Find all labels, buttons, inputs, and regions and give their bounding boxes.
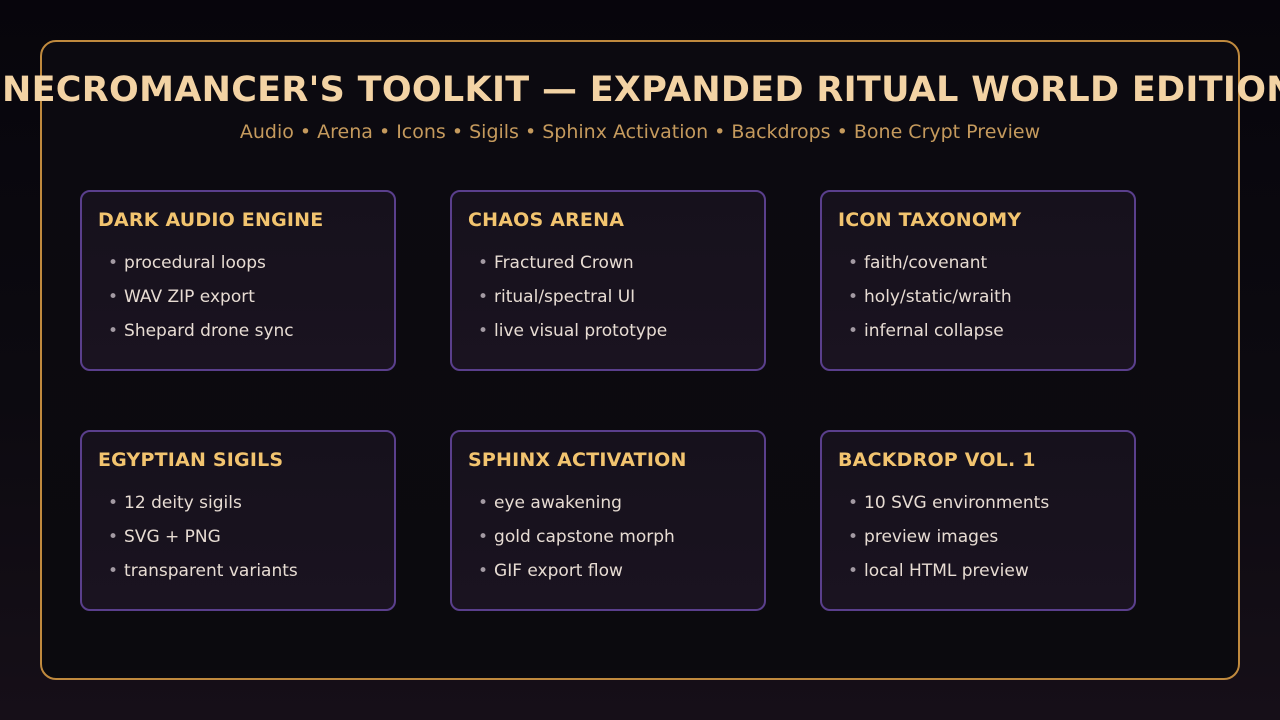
bullet-icon: • bbox=[108, 493, 119, 513]
list-item-label: preview images bbox=[864, 527, 999, 547]
list-item: •Shepard drone sync bbox=[108, 320, 294, 354]
card-icon-taxonomy: ICON TAXONOMY •faith/covenant •holy/stat… bbox=[820, 190, 1136, 371]
card-item-list: •procedural loops •WAV ZIP export •Shepa… bbox=[108, 252, 294, 354]
list-item-label: GIF export flow bbox=[494, 561, 623, 581]
list-item-label: procedural loops bbox=[124, 253, 266, 273]
bullet-icon: • bbox=[108, 527, 119, 547]
bullet-icon: • bbox=[848, 493, 859, 513]
card-sphinx-activation: SPHINX ACTIVATION •eye awakening •gold c… bbox=[450, 430, 766, 611]
list-item-label: Fractured Crown bbox=[494, 253, 634, 273]
bullet-icon: • bbox=[108, 561, 119, 581]
card-item-list: •eye awakening •gold capstone morph •GIF… bbox=[478, 492, 675, 594]
list-item-label: live visual prototype bbox=[494, 321, 668, 341]
list-item: •faith/covenant bbox=[848, 252, 1012, 286]
bullet-icon: • bbox=[478, 527, 489, 547]
list-item: •infernal collapse bbox=[848, 320, 1012, 354]
card-title: ICON TAXONOMY bbox=[838, 209, 1022, 231]
bullet-icon: • bbox=[478, 561, 489, 581]
list-item: •live visual prototype bbox=[478, 320, 667, 354]
page-subtitle: Audio • Arena • Icons • Sigils • Sphinx … bbox=[239, 121, 1041, 143]
list-item: •WAV ZIP export bbox=[108, 286, 294, 320]
list-item-label: 10 SVG environments bbox=[864, 493, 1050, 513]
list-item-label: transparent variants bbox=[124, 561, 298, 581]
list-item-label: SVG + PNG bbox=[124, 527, 221, 547]
bullet-icon: • bbox=[478, 287, 489, 307]
list-item: •transparent variants bbox=[108, 560, 298, 594]
bullet-icon: • bbox=[848, 321, 859, 341]
list-item: •10 SVG environments bbox=[848, 492, 1049, 526]
page-title: NECROMANCER'S TOOLKIT — EXPANDED RITUAL … bbox=[2, 70, 1280, 110]
bullet-icon: • bbox=[478, 253, 489, 273]
list-item-label: ritual/spectral UI bbox=[494, 287, 636, 307]
card-title: SPHINX ACTIVATION bbox=[468, 449, 687, 471]
list-item-label: 12 deity sigils bbox=[124, 493, 242, 513]
bullet-icon: • bbox=[478, 493, 489, 513]
bullet-icon: • bbox=[848, 287, 859, 307]
card-title: CHAOS ARENA bbox=[468, 209, 625, 231]
list-item-label: eye awakening bbox=[494, 493, 622, 513]
list-item-label: local HTML preview bbox=[864, 561, 1029, 581]
list-item: •Fractured Crown bbox=[478, 252, 667, 286]
list-item: •local HTML preview bbox=[848, 560, 1049, 594]
card-dark-audio-engine: DARK AUDIO ENGINE •procedural loops •WAV… bbox=[80, 190, 396, 371]
list-item: •eye awakening bbox=[478, 492, 675, 526]
card-item-list: •10 SVG environments •preview images •lo… bbox=[848, 492, 1049, 594]
list-item: •GIF export flow bbox=[478, 560, 675, 594]
list-item-label: WAV ZIP export bbox=[124, 287, 255, 307]
list-item-label: holy/static/wraith bbox=[864, 287, 1012, 307]
list-item: •SVG + PNG bbox=[108, 526, 298, 560]
bullet-icon: • bbox=[478, 321, 489, 341]
card-item-list: •12 deity sigils •SVG + PNG •transparent… bbox=[108, 492, 298, 594]
main-frame: NECROMANCER'S TOOLKIT — EXPANDED RITUAL … bbox=[2, 40, 1280, 680]
card-egyptian-sigils: EGYPTIAN SIGILS •12 deity sigils •SVG + … bbox=[80, 430, 396, 611]
bullet-icon: • bbox=[848, 253, 859, 273]
list-item: •procedural loops bbox=[108, 252, 294, 286]
list-item-label: gold capstone morph bbox=[494, 527, 675, 547]
bullet-icon: • bbox=[108, 253, 119, 273]
list-item: •12 deity sigils bbox=[108, 492, 298, 526]
card-item-list: •faith/covenant •holy/static/wraith •inf… bbox=[848, 252, 1012, 354]
card-title: BACKDROP VOL. 1 bbox=[838, 449, 1036, 471]
list-item: •holy/static/wraith bbox=[848, 286, 1012, 320]
list-item: •preview images bbox=[848, 526, 1049, 560]
bullet-icon: • bbox=[108, 321, 119, 341]
list-item-label: Shepard drone sync bbox=[124, 321, 294, 341]
card-title: EGYPTIAN SIGILS bbox=[98, 449, 284, 471]
bullet-icon: • bbox=[848, 561, 859, 581]
card-chaos-arena: CHAOS ARENA •Fractured Crown •ritual/spe… bbox=[450, 190, 766, 371]
card-backdrop-vol-1: BACKDROP VOL. 1 •10 SVG environments •pr… bbox=[820, 430, 1136, 611]
list-item: •ritual/spectral UI bbox=[478, 286, 667, 320]
list-item-label: infernal collapse bbox=[864, 321, 1004, 341]
list-item-label: faith/covenant bbox=[864, 253, 988, 273]
card-item-list: •Fractured Crown •ritual/spectral UI •li… bbox=[478, 252, 667, 354]
card-title: DARK AUDIO ENGINE bbox=[98, 209, 324, 231]
bullet-icon: • bbox=[848, 527, 859, 547]
list-item: •gold capstone morph bbox=[478, 526, 675, 560]
bullet-icon: • bbox=[108, 287, 119, 307]
